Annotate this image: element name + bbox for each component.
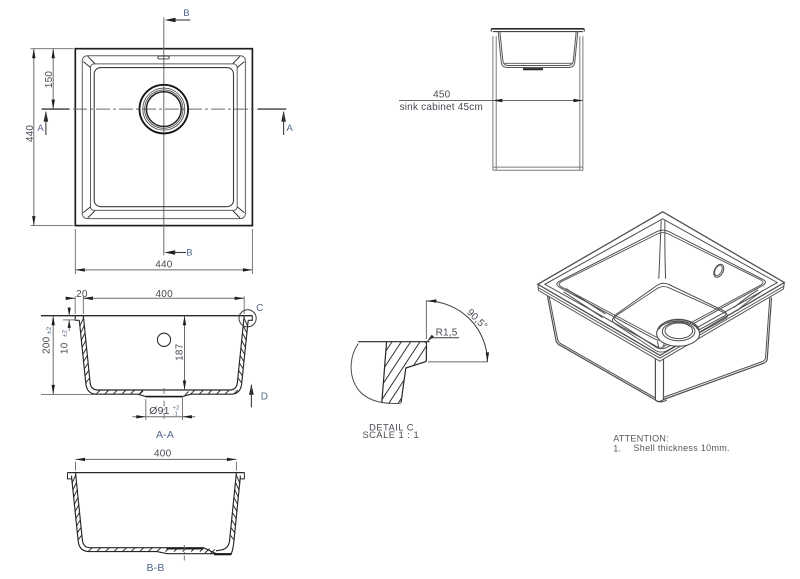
svg-text:200: 200 bbox=[42, 336, 53, 354]
svg-text:A: A bbox=[287, 123, 294, 134]
svg-text:1.: 1. bbox=[613, 443, 621, 453]
svg-text:Ø91: Ø91 bbox=[149, 405, 169, 417]
svg-text:±2: ±2 bbox=[62, 330, 69, 338]
svg-text:B: B bbox=[186, 248, 193, 259]
svg-text:B: B bbox=[183, 8, 190, 19]
svg-text:B-B: B-B bbox=[147, 562, 165, 574]
svg-text:SCALE 1 : 1: SCALE 1 : 1 bbox=[362, 430, 419, 440]
svg-text:400: 400 bbox=[156, 289, 174, 300]
svg-text:150: 150 bbox=[44, 71, 55, 89]
svg-text:C: C bbox=[256, 303, 263, 314]
svg-text:-1: -1 bbox=[173, 412, 179, 418]
svg-text:sink cabinet 45cm: sink cabinet 45cm bbox=[400, 102, 483, 113]
svg-text:A-A: A-A bbox=[156, 429, 174, 441]
svg-text:400: 400 bbox=[154, 449, 172, 460]
svg-text:440: 440 bbox=[155, 259, 173, 270]
svg-text:20: 20 bbox=[76, 289, 88, 300]
svg-text:D: D bbox=[261, 391, 268, 402]
svg-text:450: 450 bbox=[433, 90, 451, 101]
svg-text:ATTENTION:: ATTENTION: bbox=[613, 434, 669, 444]
svg-text:R1,5: R1,5 bbox=[436, 327, 458, 338]
svg-text:440: 440 bbox=[25, 125, 36, 143]
svg-text:±2: ±2 bbox=[46, 326, 53, 334]
svg-text:+2: +2 bbox=[173, 405, 180, 411]
svg-text:10: 10 bbox=[59, 342, 70, 354]
svg-text:A: A bbox=[37, 123, 44, 134]
svg-text:187: 187 bbox=[174, 343, 185, 361]
svg-text:Shell thickness 10mm.: Shell thickness 10mm. bbox=[634, 443, 730, 453]
svg-text:DETAIL C: DETAIL C bbox=[369, 422, 414, 432]
